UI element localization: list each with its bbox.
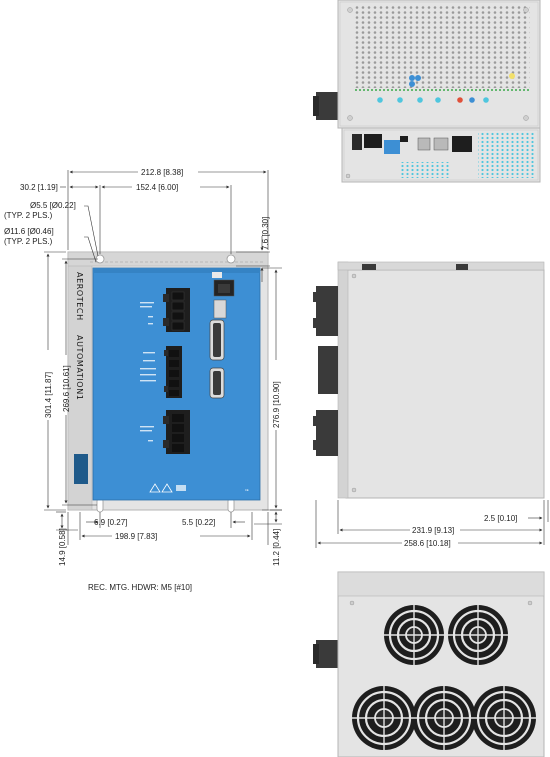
side-view-flange xyxy=(337,261,349,499)
dim-right-height: 276.9 [10.90] xyxy=(272,381,281,428)
top-view xyxy=(313,0,541,183)
dim-inner-width: 152.4 [6.00] xyxy=(136,183,178,192)
top-view-tab xyxy=(316,92,338,120)
connector-motor xyxy=(163,410,190,454)
mounting-hardware-note: REC. MTG. HDWR: M5 [#10] xyxy=(88,583,193,592)
dim-hole-large: Ø11.6 [Ø0.46] xyxy=(4,227,54,236)
connector-io xyxy=(164,346,182,398)
top-screw-b xyxy=(523,7,529,13)
top-screw-d xyxy=(523,115,529,121)
brand-name: AEROTECH xyxy=(75,272,84,321)
mounting-hole-top-right xyxy=(226,254,236,264)
dim-side-overall-depth: 258.6 [10.18] xyxy=(404,539,451,548)
status-led-block xyxy=(212,272,222,278)
dim-hole-large-note: (TYP. 2 PLS.) xyxy=(4,237,53,246)
fan-large-left xyxy=(352,686,416,750)
dim-side-offset: 2.5 [0.10] xyxy=(484,514,517,523)
dim-bottom-left-offset: 6.9 [0.27] xyxy=(94,518,127,527)
dim-overall-width: 212.8 [8.38] xyxy=(141,168,183,177)
side-dimension-labels: 231.9 [9.13] 258.6 [10.18] 2.5 [0.10] xyxy=(404,514,517,548)
fan-large-middle xyxy=(412,686,476,750)
front-view: AEROTECH AUTOMATION1 xyxy=(67,251,269,513)
dim-bottom-height: 14.9 [0.58] xyxy=(58,528,67,566)
fan-large-right xyxy=(472,686,536,750)
ce-mark: CE xyxy=(245,488,249,492)
top-screw-c xyxy=(347,115,353,121)
dim-side-depth: 231.9 [9.13] xyxy=(412,526,454,535)
side-view xyxy=(313,261,545,499)
dim-hole-small-note: (TYP. 2 PLS.) xyxy=(4,211,53,220)
connector-power xyxy=(163,288,190,332)
side-view-chassis xyxy=(345,269,545,499)
dim-base-width: 198.9 [7.83] xyxy=(115,532,157,541)
fan-small-left xyxy=(384,605,444,665)
top-vent-grid xyxy=(355,4,530,88)
panel-labels xyxy=(140,302,156,442)
brand-tagline: AUTOMATION1 xyxy=(75,335,84,400)
side-connectors xyxy=(313,286,338,456)
front-dimensions xyxy=(44,170,282,545)
top-component-dots xyxy=(377,73,515,103)
side-dimensions xyxy=(315,500,549,548)
dim-bottom-right-offset: 5.5 [0.22] xyxy=(182,518,215,527)
top-screw-a xyxy=(347,7,353,13)
warning-icons xyxy=(149,483,173,493)
front-dimension-labels: 212.8 [8.38] 152.4 [6.00] 30.2 [1.19] Ø5… xyxy=(4,168,281,566)
dim-left-offset: 30.2 [1.19] xyxy=(20,183,58,192)
dim-hole-small: Ø5.5 [Ø0.22] xyxy=(30,201,76,210)
connector-panel-vent xyxy=(478,132,536,178)
model-label xyxy=(74,454,88,484)
dim-overall-height: 301.4 [11.87] xyxy=(44,372,53,418)
dim-inner-height: 269.6 [10.61] xyxy=(62,365,71,412)
dim-top-offset: 7.6 [0.30] xyxy=(261,217,270,250)
usb-port xyxy=(213,299,227,319)
fan-small-right xyxy=(448,605,508,665)
dim-bottom-right-height: 11.2 [0.44] xyxy=(272,529,281,566)
fan-view xyxy=(313,571,545,757)
fan-view-tab xyxy=(316,640,338,668)
